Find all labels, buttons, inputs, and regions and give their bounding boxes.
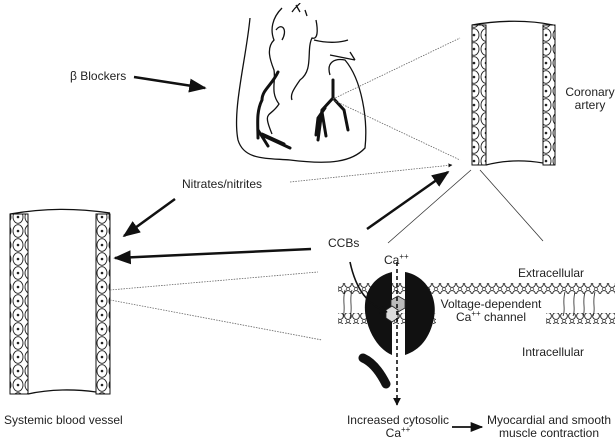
label-cytosolic-line1: Increased cytosolic xyxy=(346,413,450,427)
label-ccbs: CCBs xyxy=(328,236,360,250)
label-coronary-artery: Coronary artery xyxy=(562,86,615,112)
label-extracellular: Extracellular xyxy=(518,266,585,280)
label-coronary-line2: artery xyxy=(574,98,606,112)
label-coronary-line1: Coronary xyxy=(565,85,615,99)
channel-word: channel xyxy=(480,310,527,324)
beta-blocker-arrow xyxy=(133,75,207,93)
label-intracellular: Intracellular xyxy=(522,345,585,359)
label-cytosolic-line2: Ca++ xyxy=(342,425,454,440)
label-ca-extracellular: Ca++ xyxy=(384,252,409,267)
ccb-to-systemic-arrow xyxy=(113,247,312,265)
ccb-to-coronary-arrow xyxy=(366,170,450,231)
label-muscle-contraction: Myocardial and smooth muscle contraction xyxy=(483,414,615,440)
label-channel: Voltage-dependent Ca++ channel xyxy=(436,298,546,324)
thin-connectors xyxy=(387,169,544,244)
ca-text: Ca xyxy=(384,253,400,267)
ccb-to-channel-arrow xyxy=(349,261,388,314)
label-nitrates: Nitrates/nitrites xyxy=(182,177,263,191)
calcium-channel-protein xyxy=(358,272,435,389)
label-systemic-vessel: Systemic blood vessel xyxy=(4,413,123,427)
coronary-artery-vessel xyxy=(471,20,556,166)
label-channel-line1: Voltage-dependent xyxy=(440,297,542,311)
label-increased-cytosolic: Increased cytosolic Ca++ xyxy=(342,414,454,440)
label-contraction-line2: muscle contraction xyxy=(498,426,600,440)
label-contraction-line1: Myocardial and smooth xyxy=(486,413,612,427)
channel-ca-text: Ca xyxy=(455,310,472,324)
label-beta-blockers: β Blockers xyxy=(70,69,127,83)
dotted-connectors xyxy=(109,37,461,341)
systemic-vessel xyxy=(9,208,111,395)
cytosolic-ca-superscript: ++ xyxy=(401,425,411,434)
ca-superscript: ++ xyxy=(399,252,409,261)
label-channel-line2: Ca++ channel xyxy=(436,309,546,324)
channel-ca-superscript: ++ xyxy=(471,309,481,318)
heart-illustration xyxy=(235,2,367,163)
coronary-vessels xyxy=(256,70,350,150)
cytosolic-ca-text: Ca xyxy=(385,426,401,440)
drug-arrows xyxy=(113,75,484,433)
nitrates-to-systemic-arrow xyxy=(122,197,176,238)
